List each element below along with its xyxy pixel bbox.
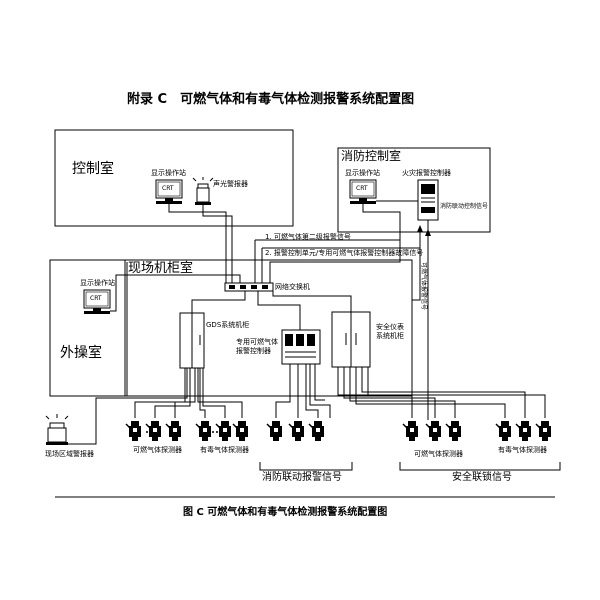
fire-linkage-alarm-label: 消防联动报警信号 xyxy=(262,472,342,483)
outdoor-operator-room-box xyxy=(49,259,126,397)
detector-group-fire xyxy=(266,420,325,442)
outdoor-operator-room-label: 外操室 xyxy=(60,345,102,361)
sis-cabinet-label: 安全仪表系统机柜 xyxy=(376,323,404,341)
safety-interlock-label: 安全联锁信号 xyxy=(452,472,512,483)
sound-light-alarm xyxy=(192,177,214,205)
signal-fault: 2. 报警控制单元/专用可燃气体报警控制器故障信号 xyxy=(265,249,424,257)
outdoor-workstation xyxy=(83,289,111,314)
combustible-alarm-vertical-label: 可燃气体报警信号 xyxy=(420,262,427,311)
network-switch xyxy=(224,282,274,292)
dedicated-controller xyxy=(281,329,321,365)
control-room-box xyxy=(54,129,294,227)
fire-display-station-label: 显示操作站 xyxy=(345,169,380,177)
field-area-alarm-label: 现场区域警报器 xyxy=(45,450,94,458)
fire-alarm-controller xyxy=(417,179,439,221)
sound-light-alarm-label: 声光警报器 xyxy=(213,180,248,188)
detector-group-toxic-2 xyxy=(495,420,552,442)
dedicated-controller-label: 专用可燃气体报警控制器 xyxy=(236,338,278,356)
signal-secondary-alarm: 1. 可燃气体第二级报警信号 xyxy=(265,233,351,241)
fire-crt-label: CRT xyxy=(356,185,368,192)
network-switch-label: 网络交换机 xyxy=(275,283,310,291)
combustible-detector-label-2: 可燃气体探测器 xyxy=(414,450,463,458)
detector-group-combustible-2 xyxy=(402,420,462,442)
fire-control-room-box xyxy=(337,147,491,233)
control-room-workstation xyxy=(155,179,183,204)
fire-linkage-control-label: 消防联动控制信号 xyxy=(440,203,489,210)
detector-group-toxic-1 xyxy=(195,420,249,442)
gds-cabinet-label: GDS系统机柜 xyxy=(206,321,250,329)
control-display-station-label: 显示操作站 xyxy=(151,169,186,177)
gds-cabinet xyxy=(179,312,205,369)
combustible-detector-label-1: 可燃气体探测器 xyxy=(133,446,182,454)
outdoor-display-station-label: 显示操作站 xyxy=(80,279,115,287)
fire-control-room-label: 消防控制室 xyxy=(341,149,402,163)
detector-group-combustible-1 xyxy=(125,420,182,442)
toxic-detector-label-2: 有毒气体探测器 xyxy=(498,446,547,454)
page-title: 附录 C 可燃气体和有毒气体检测报警系统配置图 xyxy=(127,92,415,107)
toxic-detector-label-1: 有毒气体探测器 xyxy=(200,446,249,454)
outdoor-crt-label: CRT xyxy=(90,295,102,302)
fire-room-workstation xyxy=(349,179,377,204)
sis-cabinet xyxy=(331,311,371,368)
field-area-alarm xyxy=(45,414,69,445)
fire-alarm-controller-label: 火灾报警控制器 xyxy=(402,169,451,177)
field-cabinet-room-label: 现场机柜室 xyxy=(128,261,194,276)
control-crt-label: CRT xyxy=(162,185,174,192)
control-room-label: 控制室 xyxy=(72,161,114,177)
figure-caption: 图 C 可燃气体和有毒气体检测报警系统配置图 xyxy=(183,507,388,518)
